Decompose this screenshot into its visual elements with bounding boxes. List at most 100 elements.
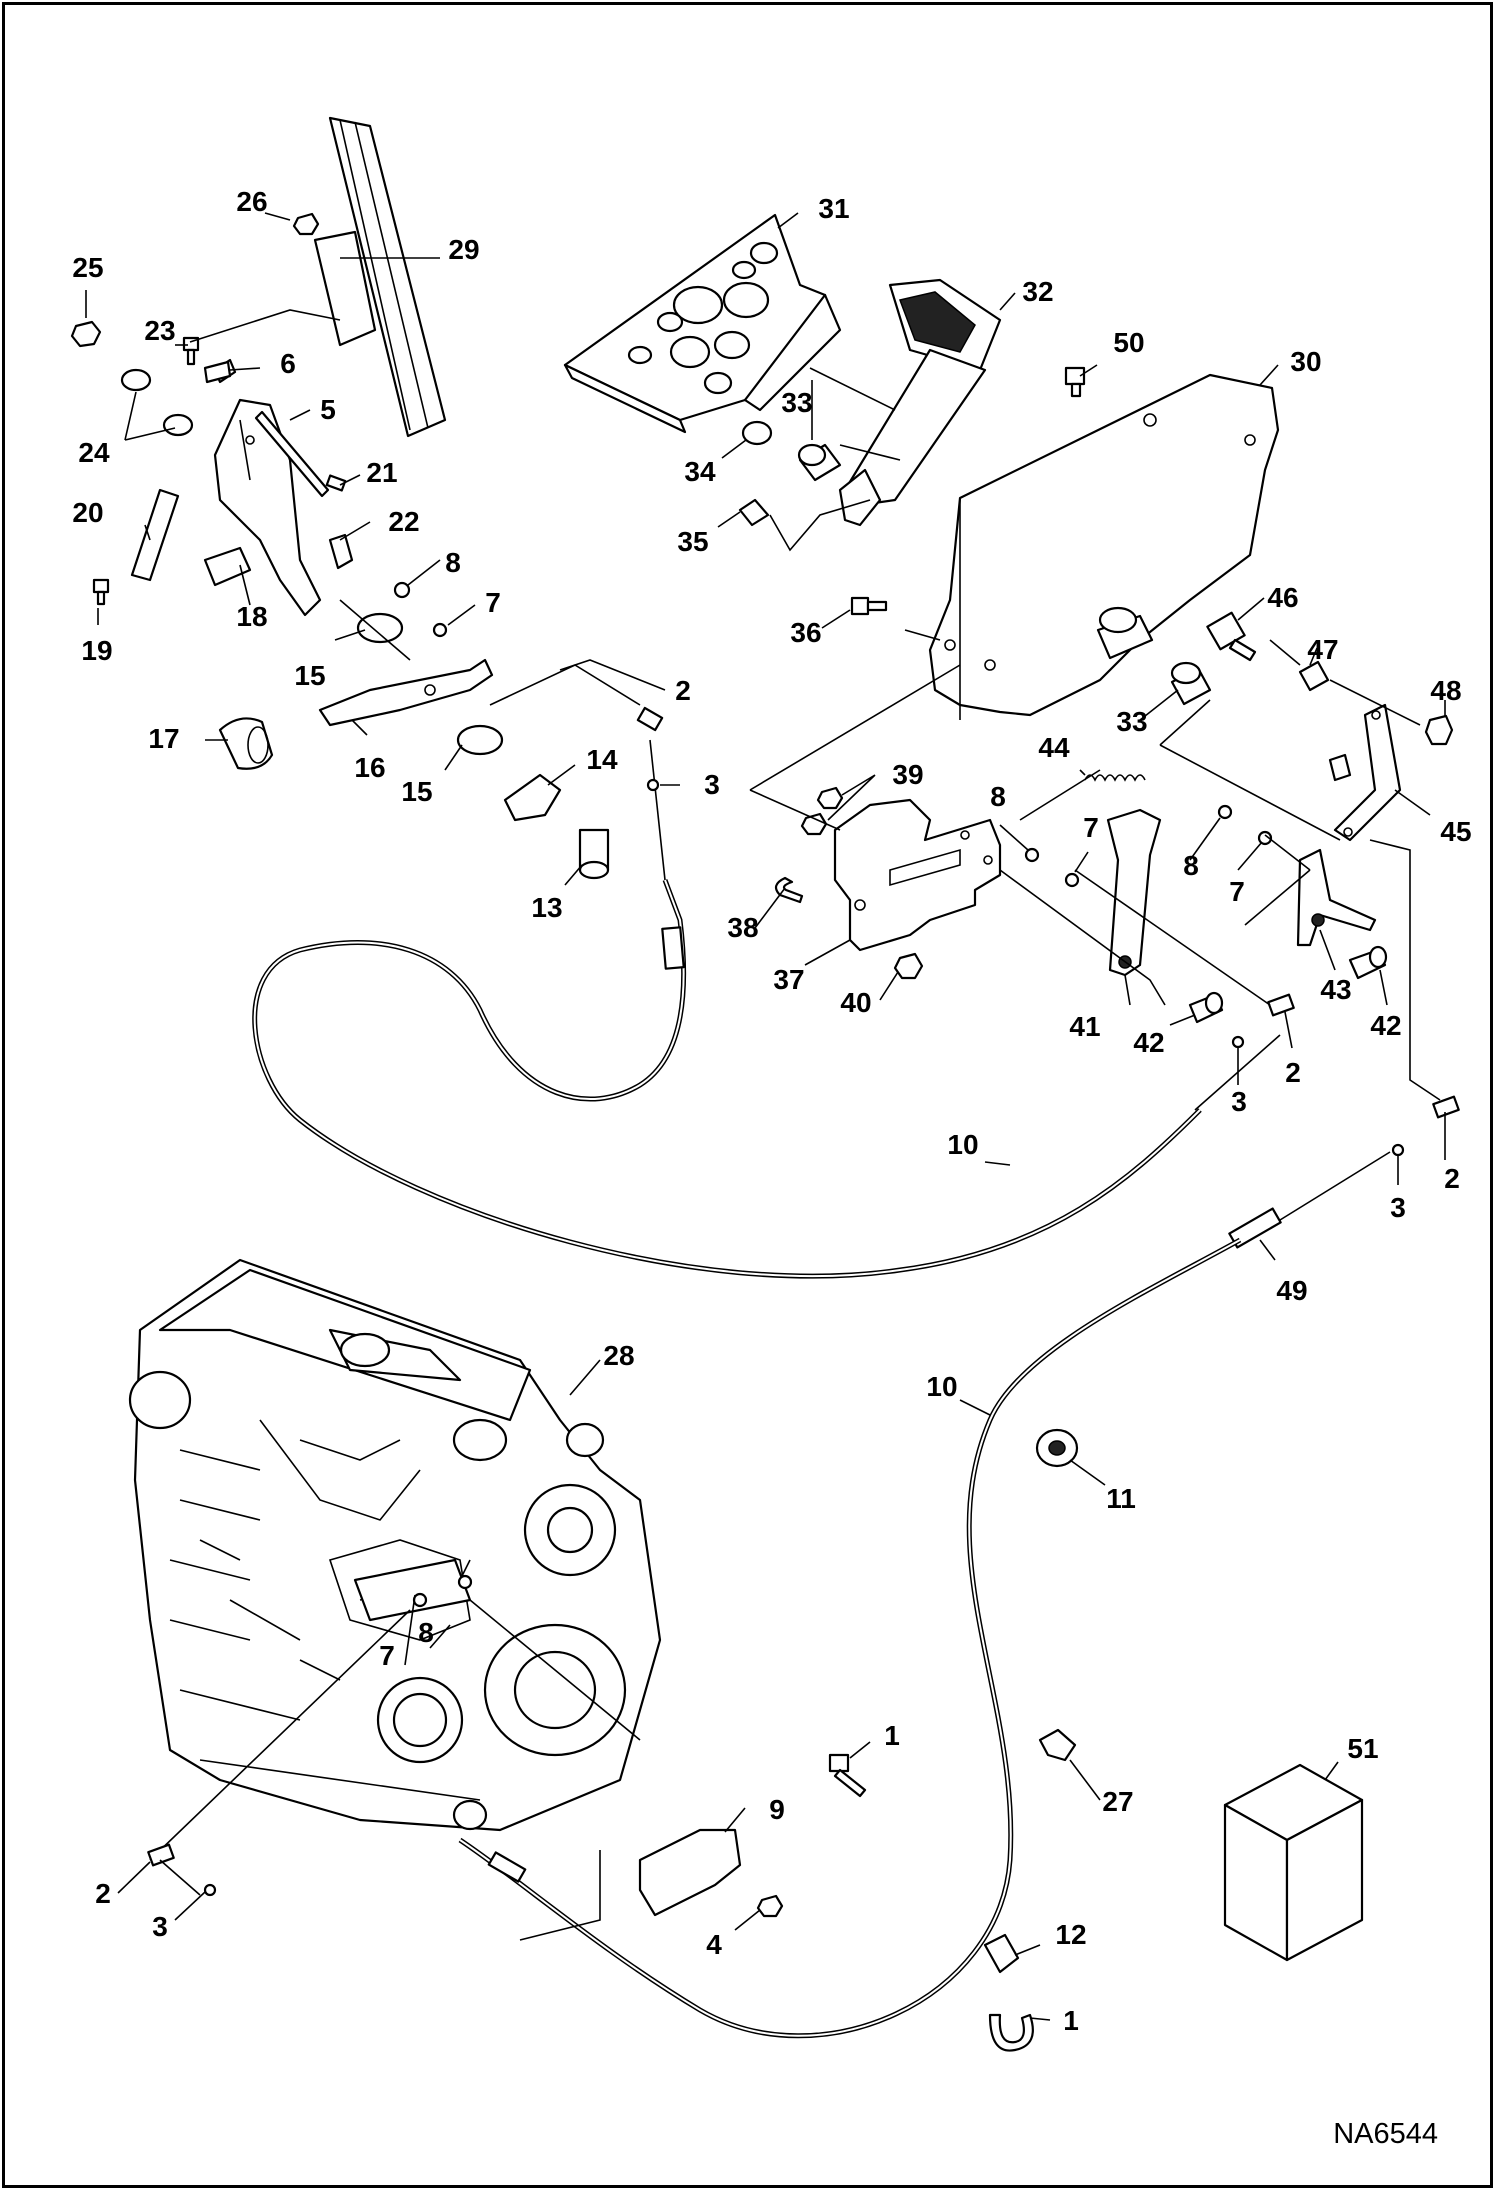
callout-26: 26	[236, 186, 268, 217]
pedal-part-32	[838, 278, 1002, 527]
bracket-part-9	[638, 1828, 742, 1917]
callout-37: 37	[773, 964, 805, 995]
bushing-part-33a	[797, 443, 842, 482]
ring-part-34	[741, 420, 773, 446]
callout-31: 31	[818, 193, 850, 224]
callout-3c: 3	[1390, 1192, 1406, 1223]
callout-27: 27	[1102, 1786, 1134, 1817]
frame-rail-part-29	[313, 116, 447, 438]
callout-3d: 3	[152, 1911, 168, 1942]
ball-joint-part-2c	[1432, 1095, 1460, 1119]
engine-rod	[149, 1609, 411, 1861]
callout-7c: 7	[1229, 876, 1245, 907]
screw-part-36	[850, 596, 888, 616]
nut-part-39b	[800, 812, 828, 836]
screw-part-50	[1064, 366, 1086, 398]
callout-29: 29	[448, 234, 480, 265]
callout-50: 50	[1113, 327, 1145, 358]
callout-3a: 3	[704, 769, 720, 800]
callout-22: 22	[388, 506, 420, 537]
callout-30: 30	[1290, 346, 1322, 377]
nut-part-39a	[816, 786, 844, 810]
callout-17: 17	[148, 723, 180, 754]
callout-42a: 42	[1370, 1010, 1402, 1041]
callout-25: 25	[72, 252, 104, 283]
spring-part-44	[1084, 774, 1146, 782]
callout-7a: 7	[485, 587, 501, 618]
throttle-cable-upper	[252, 706, 1202, 1279]
callout-33b: 33	[1116, 706, 1148, 737]
bolt-part-1a	[828, 1753, 867, 1798]
callout-42b: 42	[1133, 1027, 1165, 1058]
callout-5: 5	[320, 394, 336, 425]
screw-part-19	[92, 578, 110, 606]
drawing-code: NA6544	[1333, 2118, 1438, 2150]
callout-44: 44	[1038, 732, 1070, 763]
callout-2d: 2	[95, 1878, 111, 1909]
callout-47: 47	[1307, 634, 1339, 665]
callout-2a: 2	[675, 675, 691, 706]
callout-6: 6	[280, 348, 296, 379]
washer-part-7a	[432, 622, 448, 638]
callout-33a: 33	[781, 387, 813, 418]
callout-16: 16	[354, 752, 386, 783]
nut-part-40	[893, 952, 924, 980]
bolt-part-42a	[1188, 991, 1224, 1024]
callout-4: 4	[706, 1929, 722, 1960]
bolt-part-46	[1206, 611, 1257, 662]
callout-19: 19	[81, 635, 113, 666]
callout-23: 23	[144, 315, 176, 346]
callout-15a: 15	[294, 660, 326, 691]
nut-part-48	[1424, 714, 1454, 746]
callout-38: 38	[727, 912, 759, 943]
callout-40: 40	[840, 987, 872, 1018]
callout-12: 12	[1055, 1919, 1087, 1950]
assembly-lines	[159, 367, 1441, 1941]
spacer-part-18	[203, 546, 252, 587]
clamp-part-12	[983, 1933, 1020, 1974]
callout-10b: 10	[926, 1371, 958, 1402]
knob-part-17	[218, 717, 274, 770]
kit-box-part-51	[1223, 1763, 1364, 1962]
callout-9: 9	[769, 1794, 785, 1825]
callout-13: 13	[531, 892, 563, 923]
clip-part-38	[774, 876, 804, 904]
leader-lines	[85, 212, 1446, 2021]
bracket-part-5	[213, 358, 354, 617]
bolt-part-23	[182, 336, 200, 366]
plate-part-14	[503, 773, 562, 822]
ball-joint-part-2d	[147, 1843, 175, 1867]
callout-46: 46	[1267, 582, 1299, 613]
lever-part-41	[1106, 808, 1162, 977]
pin-part-13	[578, 828, 610, 880]
washer-part-24a	[120, 368, 152, 392]
callout-32: 32	[1022, 276, 1054, 307]
callout-3b: 3	[1231, 1086, 1247, 1117]
callout-1b: 1	[1063, 2005, 1079, 2036]
engine-part-28	[128, 1258, 662, 1832]
washer-part-3b	[1231, 1035, 1245, 1049]
nut-part-8d	[457, 1574, 473, 1590]
panel-part-30	[928, 373, 1280, 720]
washer-part-15a	[356, 612, 404, 644]
callout-43: 43	[1320, 974, 1352, 1005]
grommet-part-11	[1035, 1428, 1079, 1468]
callout-39: 39	[892, 759, 924, 790]
callout-35: 35	[677, 526, 709, 557]
nut-part-4	[756, 1894, 784, 1918]
washer-part-7d	[412, 1592, 428, 1608]
washer-part-3a	[646, 778, 660, 792]
bolt-part-42b	[1348, 945, 1388, 980]
washer-part-3c	[1391, 1143, 1405, 1157]
washer-part-3d	[203, 1883, 217, 1897]
nut-part-26	[292, 212, 320, 236]
washer-part-24b	[162, 413, 194, 437]
callout-49: 49	[1276, 1275, 1308, 1306]
callout-36: 36	[790, 617, 822, 648]
callout-48: 48	[1430, 675, 1462, 706]
washer-part-15b	[456, 724, 504, 756]
callout-41: 41	[1069, 1011, 1101, 1042]
callout-11: 11	[1106, 1483, 1136, 1514]
callout-2c: 2	[1444, 1163, 1460, 1194]
